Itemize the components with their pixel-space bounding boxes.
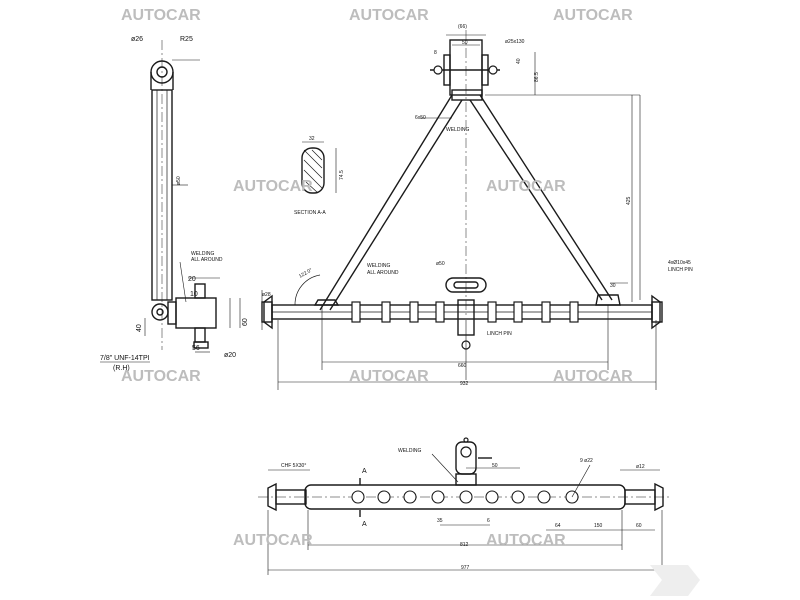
label-thread-rh: (R.H) [113,365,130,372]
label-d50-vertical: ø50 [176,176,182,185]
side-view: ø26 R25 ø50 WELDING ALL AROUND 10 20 60 … [100,36,249,372]
label-812: 812 [460,542,469,548]
watermark: AUTOCAR [486,532,566,549]
watermark: AUTOCAR [121,7,201,24]
watermark: AUTOCAR [349,7,429,24]
corner-logo-icon [650,565,700,596]
front-view: (66) 50 8 ø25x130 40 86.5 6x50 WELDING 4… [261,24,693,390]
label-9d22: 9 ø22 [580,458,593,464]
label-932: 932 [460,381,469,387]
label-welding-1a: WELDING [191,251,214,257]
top-view-holes [351,490,579,504]
label-a-bottom: A [362,521,367,528]
label-pin-spec-a: 4xØ10x45 [668,260,691,266]
top-view: CHF 5X30° WELDING A A 50 9 ø22 ø12 35 6 … [258,437,672,575]
label-thread: 7/8" UNF-14TPI [100,355,150,362]
label-425: 425 [626,196,632,205]
label-pin-spec-b: LINCH PIN [668,267,693,273]
label-40: 40 [136,324,143,332]
label-50-top: 50 [462,40,468,46]
label-10: 10 [190,291,198,298]
watermark: AUTOCAR [486,178,566,195]
label-86-5: 86.5 [534,72,540,82]
bar-holes [351,301,579,323]
watermark: AUTOCAR [233,532,313,549]
label-d12: ø12 [636,464,645,470]
label-8: 8 [434,50,437,56]
label-977: 977 [461,565,470,571]
label-welding-2b: ALL AROUND [367,270,399,276]
label-35: 35 [437,518,443,524]
label-section: SECTION A-A [294,210,326,216]
label-welding: WELDING [446,127,469,133]
label-30: 30 [610,283,616,289]
label-32: 32 [309,136,315,142]
label-150: 150 [594,523,603,529]
label-20: 20 [188,276,196,283]
watermark: AUTOCAR [233,178,313,195]
watermarks: AUTOCAR AUTOCAR AUTOCAR AUTOCAR AUTOCAR … [121,7,633,549]
label-linch-pin: LINCH PIN [487,331,512,337]
label-56: 56 [192,345,200,352]
label-66: (66) [458,24,467,30]
label-40b: 40 [516,58,522,64]
label-d50b: ø50 [436,261,445,267]
label-64: 64 [555,523,561,529]
label-6: 6 [487,518,490,524]
label-d28: ø28 [262,292,271,298]
label-74-5: 74.5 [339,170,345,180]
label-d20: ø20 [224,352,236,359]
watermark: AUTOCAR [349,368,429,385]
label-50c: 50 [492,463,498,469]
label-60: 60 [242,318,249,326]
label-a-top: A [362,468,367,475]
label-welding-1b: ALL AROUND [191,257,223,263]
label-d25x130: ø25x130 [505,39,525,45]
label-d26: ø26 [131,36,143,43]
label-chf: CHF 5X30° [281,463,306,469]
label-welding-2a: WELDING [367,263,390,269]
section-a-a: 32 74.5 SECTION A-A [294,136,345,216]
label-60b: 60 [636,523,642,529]
label-welding-3: WELDING [398,448,421,454]
label-r25: R25 [180,36,193,43]
label-660: 660 [458,363,467,369]
watermark: AUTOCAR [553,368,633,385]
label-6x50: 6x50 [415,115,426,121]
watermark: AUTOCAR [553,7,633,24]
watermark: AUTOCAR [121,368,201,385]
